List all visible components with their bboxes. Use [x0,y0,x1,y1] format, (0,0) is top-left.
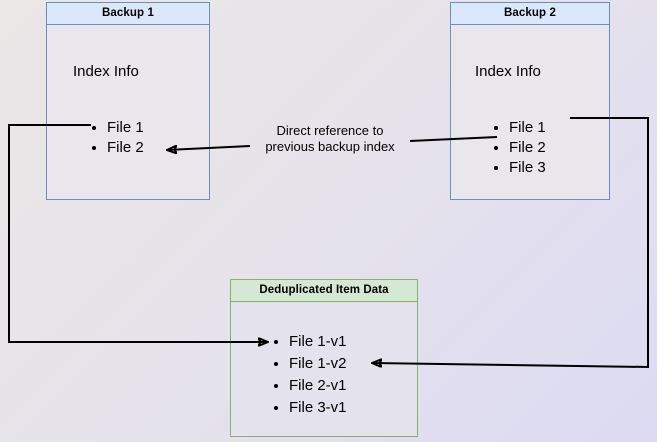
backup-2-header: Backup 2 [451,3,609,25]
list-item: File 3-v1 [289,397,347,419]
backup-1-box: Backup 1 Index Info File 1 File 2 [46,2,210,200]
list-item: File 3 [509,158,546,178]
backup-1-index-label: Index Info [73,63,139,80]
list-item: File 1-v2 [289,353,347,375]
direct-reference-label-line-1: Direct reference to [276,123,384,138]
backup-2-index-label: Index Info [475,63,541,80]
deduplicated-item-data-body: File 1-v1 File 1-v2 File 2-v1 File 3-v1 [231,302,417,436]
deduplicated-item-data-box: Deduplicated Item Data File 1-v1 File 1-… [230,279,418,437]
backup-2-file-list: File 1 File 2 File 3 [495,118,546,178]
backup-2-box: Backup 2 Index Info File 1 File 2 File 3 [450,2,610,200]
deduplicated-item-data-header: Deduplicated Item Data [231,280,417,302]
direct-reference-label-line-2: previous backup index [265,139,395,154]
list-item: File 2-v1 [289,375,347,397]
backup-1-header: Backup 1 [47,3,209,25]
backup-2-body: Index Info File 1 File 2 File 3 [451,25,609,199]
backup-1-file-list: File 1 File 2 [93,118,144,158]
list-item: File 1 [509,118,546,138]
list-item: File 2 [509,138,546,158]
deduplicated-item-list: File 1-v1 File 1-v2 File 2-v1 File 3-v1 [275,331,347,419]
list-item: File 1 [107,118,144,138]
list-item: File 1-v1 [289,331,347,353]
backup-1-body: Index Info File 1 File 2 [47,25,209,199]
direct-reference-label: Direct reference to previous backup inde… [250,123,410,155]
list-item: File 2 [107,138,144,158]
